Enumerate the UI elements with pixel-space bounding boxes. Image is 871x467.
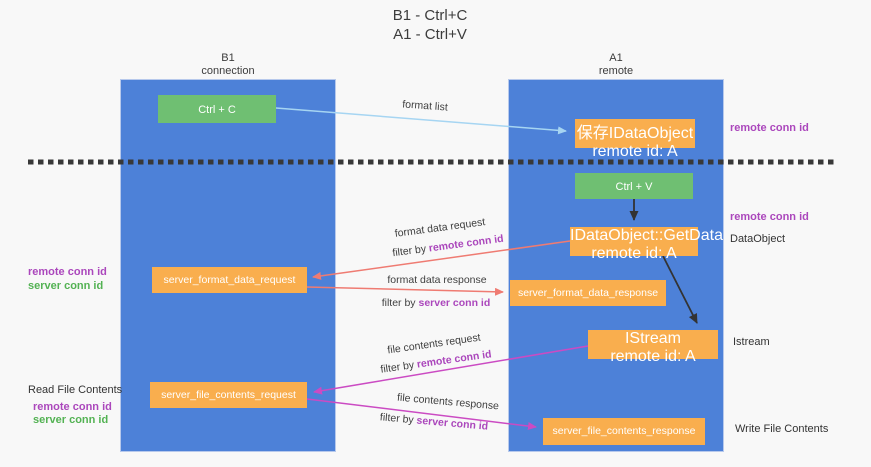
file-contents-response-label: file contents response bbox=[396, 391, 500, 413]
filter-by-text: filter by bbox=[379, 411, 415, 427]
lane-a1-name: A1 bbox=[609, 52, 623, 64]
filter-by-text: filter by bbox=[379, 359, 415, 376]
annotation-server-conn-id-left-1: server conn id bbox=[28, 280, 104, 292]
lane-header-a1: A1 remote bbox=[508, 52, 724, 78]
ctrl-c-label: Ctrl + C bbox=[198, 104, 236, 116]
server-format-data-response-label: server_format_data_response bbox=[517, 287, 659, 299]
file-contents-response-filter: filter by server conn id bbox=[364, 410, 505, 434]
lane-header-b1: B1 connection bbox=[120, 52, 336, 78]
getdata-line2: remote id: A bbox=[591, 245, 677, 262]
lane-a1-role: remote bbox=[598, 65, 634, 77]
annotation-remote-conn-id-top-right: remote conn id bbox=[730, 122, 809, 134]
annotation-remote-conn-id-mid-right: remote conn id bbox=[730, 211, 809, 223]
annotation-dataobject: DataObject bbox=[730, 233, 786, 245]
annotation-server-conn-id-left-2: server conn id bbox=[33, 414, 109, 426]
annotation-remote-conn-id-left-1: remote conn id bbox=[28, 266, 107, 278]
server-file-contents-response-label: server_file_contents_response bbox=[552, 425, 696, 437]
diagram-title: B1 - Ctrl+C A1 - Ctrl+V bbox=[330, 6, 530, 44]
lane-b1-role: connection bbox=[201, 65, 255, 77]
server-conn-id-key: server conn id bbox=[418, 297, 491, 309]
node-idataobject-getdata: IDataObject::GetData remote id: A bbox=[570, 227, 723, 262]
node-ctrl-v: Ctrl + V bbox=[575, 173, 693, 199]
lane-b1-name: B1 bbox=[221, 52, 235, 64]
node-save-idataobject: 保存IDataObject remote id: A bbox=[575, 119, 695, 160]
save-idataobject-line1: 保存IDataObject bbox=[576, 125, 694, 142]
node-server-file-contents-request: server_file_contents_request bbox=[150, 382, 307, 408]
node-istream: IStream remote id: A bbox=[588, 330, 718, 365]
title-line-2: A1 - Ctrl+V bbox=[393, 26, 467, 43]
node-ctrl-c: Ctrl + C bbox=[158, 95, 276, 123]
annotation-remote-conn-id-left-2: remote conn id bbox=[33, 401, 112, 413]
save-idataobject-line2: remote id: A bbox=[592, 143, 678, 160]
server-file-contents-request-label: server_file_contents_request bbox=[161, 389, 296, 401]
annotation-read-file-contents: Read File Contents bbox=[28, 384, 123, 396]
format-list-label: format list bbox=[401, 98, 449, 114]
getdata-line1: IDataObject::GetData bbox=[570, 227, 723, 244]
istream-line2: remote id: A bbox=[610, 348, 696, 365]
filter-by-text: filter by bbox=[391, 242, 427, 260]
format-data-response-arrow bbox=[306, 286, 504, 296]
annotation-istream: Istream bbox=[733, 336, 770, 348]
format-data-response-label: format data response bbox=[387, 274, 487, 286]
node-server-file-contents-response: server_file_contents_response bbox=[543, 418, 705, 445]
remote-conn-id-key: remote conn id bbox=[428, 232, 505, 255]
filter-by-text: filter by bbox=[381, 297, 416, 309]
ctrl-v-label: Ctrl + V bbox=[615, 181, 653, 193]
annotation-write-file-contents: Write File Contents bbox=[735, 423, 829, 435]
format-data-response-filter: filter by server conn id bbox=[376, 297, 496, 309]
server-format-data-request-label: server_format_data_request bbox=[163, 274, 296, 286]
title-line-1: B1 - Ctrl+C bbox=[392, 7, 468, 24]
node-server-format-data-request: server_format_data_request bbox=[152, 267, 307, 293]
node-server-format-data-response: server_format_data_response bbox=[510, 280, 666, 306]
remote-conn-id-key: remote conn id bbox=[416, 348, 493, 371]
server-conn-id-key: server conn id bbox=[416, 414, 489, 433]
istream-line1: IStream bbox=[624, 330, 681, 347]
